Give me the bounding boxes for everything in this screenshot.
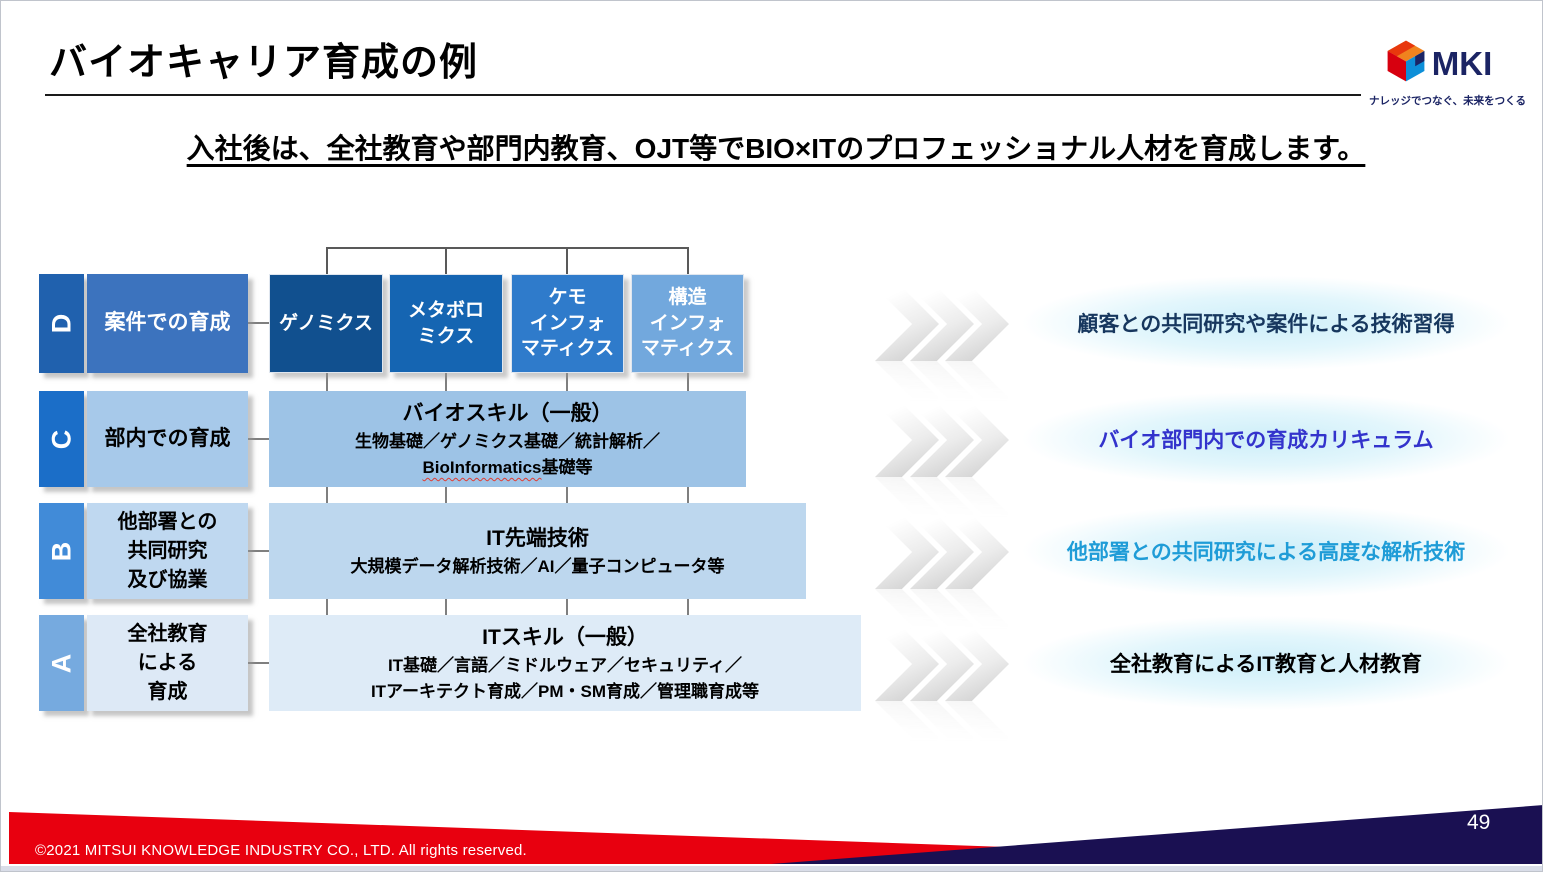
row-b-label-box: 他部署との 共同研究 及び協業 [87, 503, 248, 599]
connector-row-c [248, 438, 269, 440]
bracket-drop-3 [566, 247, 568, 275]
row-b-letter: B [46, 541, 76, 561]
slide-subtitle: 入社後は、全社教育や部門内教育、OJT等でBIO×ITのプロフェッショナル人材を… [186, 133, 1366, 164]
row-c-box-line3-tail: 基礎等 [541, 457, 593, 477]
copyright-text: ©2021 MITSUI KNOWLEDGE INDUSTRY CO., LTD… [35, 842, 527, 859]
tick-ba-3 [566, 599, 568, 615]
row-d-label-box: 案件での育成 [87, 274, 248, 373]
bracket-drop-2 [445, 247, 447, 275]
row-a-box-title: ITスキル（一般） [482, 625, 648, 649]
outcome-glow-d: 顧客との共同研究や案件による技術習得 [1017, 275, 1515, 371]
mki-logo-text: MKI [1431, 45, 1493, 82]
outcome-text-b: 他部署との共同研究による高度な解析技術 [1066, 541, 1466, 564]
chevron-arrows-icon-b [875, 515, 1015, 615]
connector-row-b [248, 550, 269, 552]
topic-box-metabolomics: メタボロ ミクス [389, 274, 503, 373]
topic-box-structural-informatics: 構造 インフォ マティクス [631, 274, 744, 373]
connector-row-a [248, 662, 269, 664]
row-b-box-line2: 大規模データ解析技術／AI／量子コンピュータ等 [350, 557, 725, 576]
chevron-arrows-icon-a [875, 627, 1015, 727]
outcome-text-d: 顧客との共同研究や案件による技術習得 [1077, 313, 1455, 336]
outcome-text-c: バイオ部門内での育成カリキュラム [1098, 429, 1434, 452]
outcome-glow-a: 全社教育によるIT教育と人材教育 [1017, 615, 1515, 711]
top-bracket-line [326, 247, 689, 249]
title-underline [45, 94, 1361, 96]
row-a-letter-strip: A [39, 615, 84, 711]
row-a-letter: A [46, 653, 76, 673]
tick-cb-1 [326, 487, 328, 503]
row-c-box-line2: 生物基礎／ゲノミクス基礎／統計解析／ [355, 432, 660, 452]
mki-logo-tagline: ナレッジでつなぐ、未来をつくる [1369, 95, 1526, 107]
tick-cb-2 [445, 487, 447, 503]
page-number: 49 [1467, 811, 1491, 834]
row-c-box-title: バイオスキル（一般） [402, 401, 613, 425]
tick-cb-3 [566, 487, 568, 503]
tick-ba-4 [687, 599, 689, 615]
outcome-text-a: 全社教育によるIT教育と人材教育 [1109, 653, 1423, 676]
row-c-box-line3: BioInformatics基礎等 [422, 455, 592, 481]
row-a-box-line3: ITアーキテクト育成／PM・SM育成／管理職育成等 [370, 681, 760, 701]
bracket-drop-1 [326, 247, 328, 275]
row-b-content-box: IT先端技術 大規模データ解析技術／AI／量子コンピュータ等 [269, 503, 806, 599]
chevron-arrows-icon-d [875, 287, 1015, 387]
tick-dc-3 [566, 373, 568, 391]
mki-logo-cube-icon [1386, 39, 1426, 88]
topic-box-chemoinformatics: ケモ インフォ マティクス [511, 274, 624, 373]
mki-logo: MKI ナレッジでつなぐ、未来をつくる [1369, 39, 1526, 108]
tick-ba-2 [445, 599, 447, 615]
row-a-box-line2: IT基礎／言語／ミドルウェア／セキュリティ／ [387, 656, 743, 676]
row-c-content-box: バイオスキル（一般） 生物基礎／ゲノミクス基礎／統計解析／ BioInforma… [269, 391, 746, 487]
outcome-glow-c: バイオ部門内での育成カリキュラム [1017, 391, 1515, 487]
row-b-letter-strip: B [39, 503, 84, 599]
bracket-drop-4 [687, 247, 689, 275]
row-b-box-title: IT先端技術 [486, 526, 589, 550]
tick-dc-2 [445, 373, 447, 391]
connector-row-d [248, 322, 269, 324]
row-a-label-box: 全社教育 による 育成 [87, 615, 248, 711]
row-c-letter-strip: C [39, 391, 84, 487]
outcome-glow-b: 他部署との共同研究による高度な解析技術 [1017, 503, 1515, 599]
tick-ba-1 [326, 599, 328, 615]
tick-cb-4 [687, 487, 689, 503]
tick-dc-1 [326, 373, 328, 391]
canvas-edge-strip [1, 866, 1542, 871]
tick-dc-4 [687, 373, 689, 391]
row-a-content-box: ITスキル（一般） IT基礎／言語／ミドルウェア／セキュリティ／ ITアーキテク… [269, 615, 861, 711]
row-d-letter-strip: D [39, 274, 84, 373]
row-d-letter: D [46, 313, 76, 334]
row-c-letter: C [46, 429, 76, 449]
row-c-box-line3-en: BioInformatics [422, 457, 542, 477]
topic-box-genomics: ゲノミクス [269, 274, 383, 373]
row-c-label-box: 部内での育成 [87, 391, 248, 487]
page-title: バイオキャリア育成の例 [49, 42, 479, 84]
chevron-arrows-icon-c [875, 403, 1015, 503]
